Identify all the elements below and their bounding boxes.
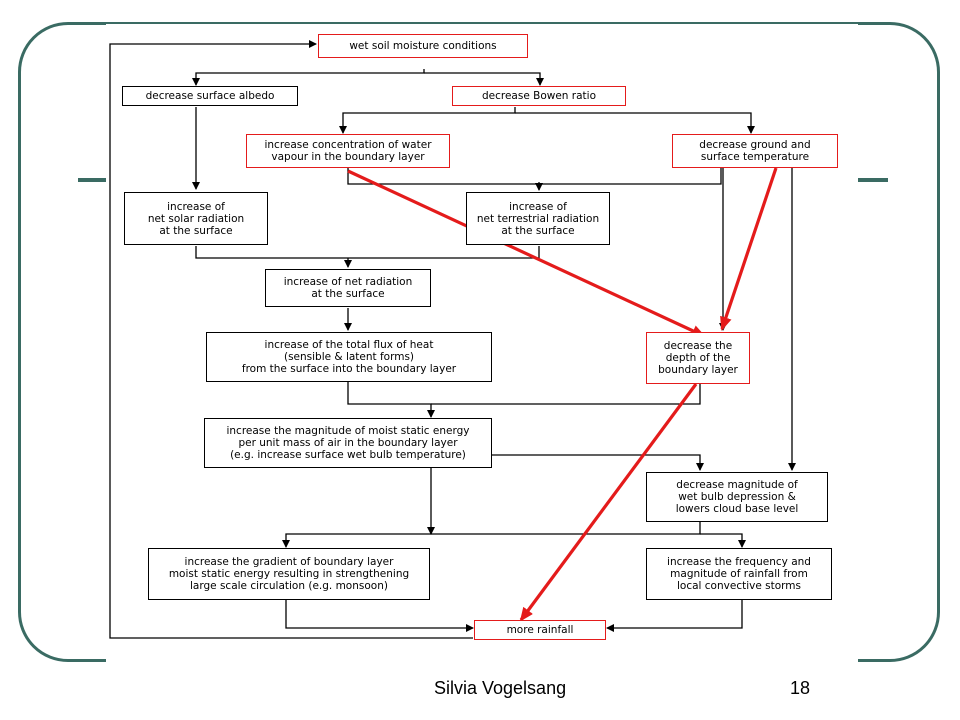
highlight-arrow-depth-to-rainfall xyxy=(519,383,698,622)
node-ground-temperature: decrease ground and surface temperature xyxy=(672,134,838,168)
connector-depth-to-static xyxy=(431,382,701,405)
footer-page-number: 18 xyxy=(790,678,811,698)
highlight-arrow-water-to-depth xyxy=(347,169,706,338)
connector-static-to-wetbulb xyxy=(491,454,704,471)
node-boundary-depth: decrease the depth of the boundary layer xyxy=(646,332,750,384)
connector-to-gradient xyxy=(282,522,701,548)
connector-to-net-radiation xyxy=(195,246,540,267)
node-wet-soil: wet soil moisture conditions xyxy=(318,34,528,58)
node-moist-static-energy: increase the magnitude of moist static e… xyxy=(204,418,492,468)
connector-to-terrestrial xyxy=(347,168,722,189)
node-net-radiation: increase of net radiation at the surface xyxy=(265,269,431,307)
connector-to-frequency xyxy=(700,533,746,548)
feedback-diagram: wet soil moisture conditions decrease su… xyxy=(106,24,858,664)
connector-bowen-to-ground xyxy=(515,112,755,134)
node-albedo: decrease surface albedo xyxy=(122,86,298,106)
connector-gradient-to-rainfall xyxy=(285,600,474,632)
node-more-rainfall: more rainfall xyxy=(474,620,606,640)
connector-layer xyxy=(109,40,796,639)
connector-feedback-loop xyxy=(109,40,473,639)
node-bowen: decrease Bowen ratio xyxy=(452,86,626,106)
connector-frequency-to-rainfall xyxy=(606,600,743,632)
connector-flux-to-static xyxy=(347,382,435,418)
connector-wet-to-albedo xyxy=(192,69,425,86)
connector-bowen-to-water xyxy=(339,107,516,134)
node-gradient: increase the gradient of boundary layer … xyxy=(148,548,430,600)
node-net-solar: increase of net solar radiation at the s… xyxy=(124,192,268,245)
connector-wet-to-bowen xyxy=(424,72,544,86)
accent-line-left xyxy=(78,178,118,182)
highlight-arrow-ground-to-depth xyxy=(720,167,778,331)
node-heat-flux: increase of the total flux of heat (sens… xyxy=(206,332,492,382)
node-wet-bulb: decrease magnitude of wet bulb depressio… xyxy=(646,472,828,522)
node-water-vapour: increase concentration of water vapour i… xyxy=(246,134,450,168)
node-rainfall-frequency: increase the frequency and magnitude of … xyxy=(646,548,832,600)
node-net-terrestrial: increase of net terrestrial radiation at… xyxy=(466,192,610,245)
footer-author: Silvia Vogelsang xyxy=(434,678,567,698)
